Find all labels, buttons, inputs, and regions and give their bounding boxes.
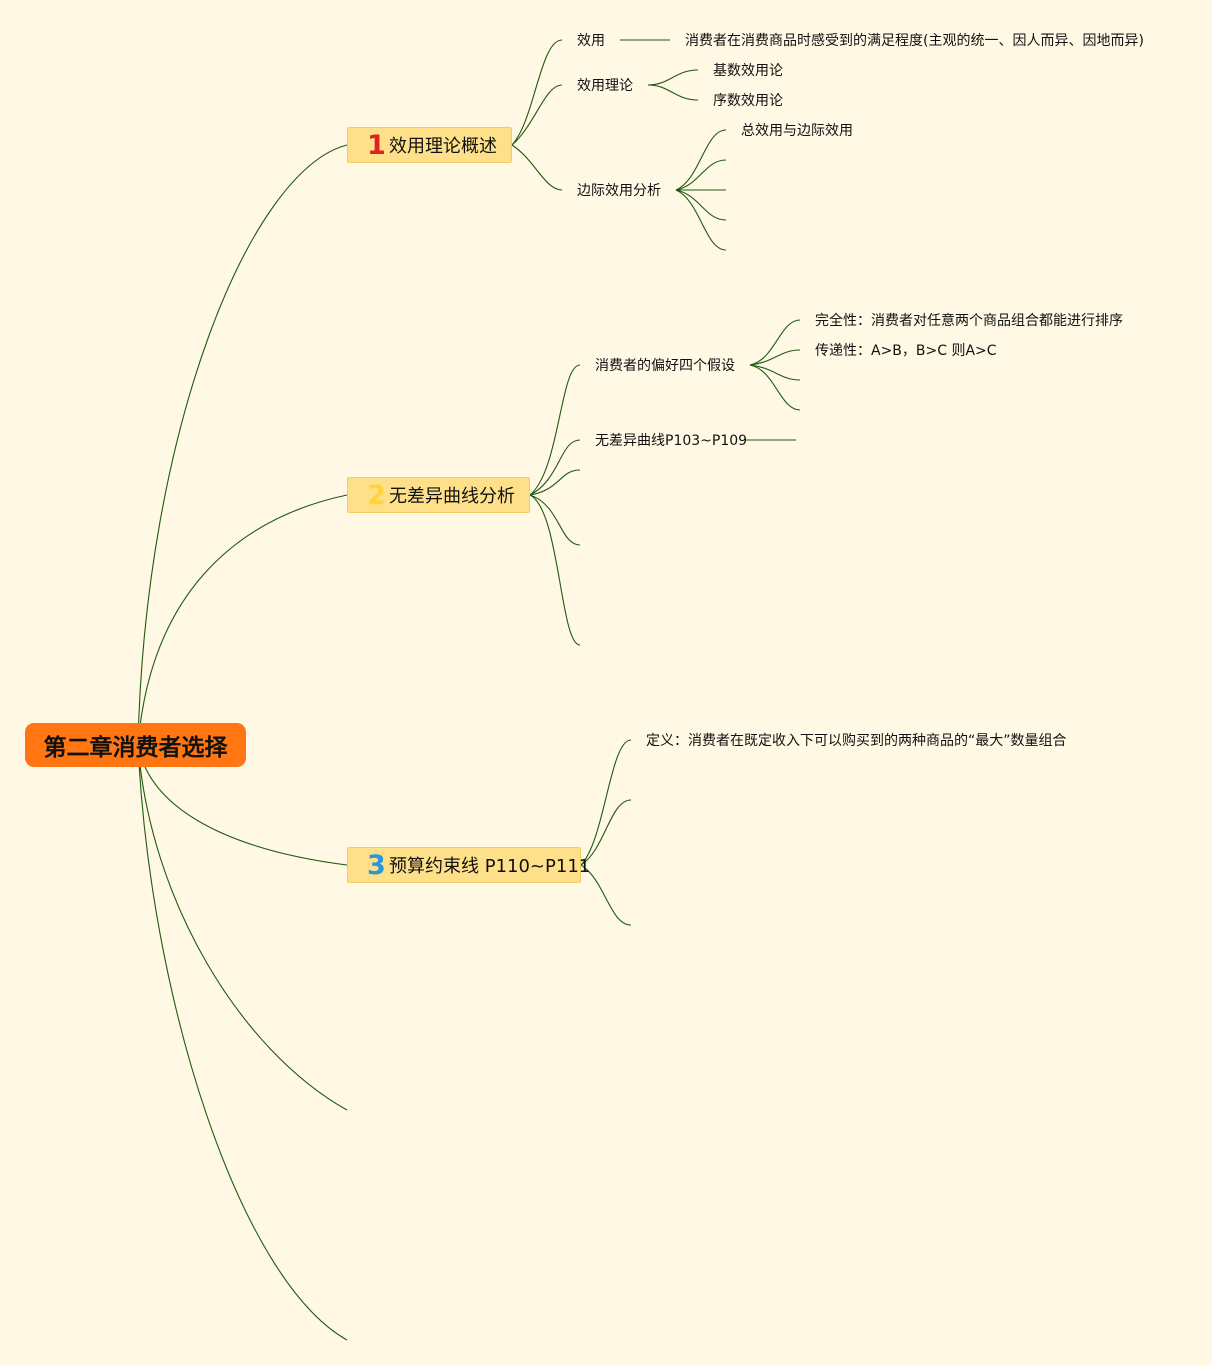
branch-indifference-curve-analysis[interactable]: 2 无差异曲线分析 [347, 477, 530, 513]
connector-root-branch-1 [137, 144, 348, 746]
root-topic-label: 第二章消费者选择 [43, 735, 228, 761]
topic-ordinal-utility[interactable]: 序数效用论 [713, 93, 783, 109]
branch-label: 预算约束线 P110~P111 [389, 856, 591, 877]
topic-utility-theory[interactable]: 效用理论 [577, 78, 633, 94]
connector-root-branch-2 [137, 494, 348, 746]
topic-marginal-utility-analysis[interactable]: 边际效用分析 [577, 183, 661, 199]
branch-label: 无差异曲线分析 [389, 486, 515, 507]
connector-b3-child-3 [580, 864, 632, 926]
topic-budget-definition[interactable]: 定义：消费者在既定收入下可以购买到的两种商品的“最大”数量组合 [646, 733, 1067, 749]
topic-transitivity[interactable]: 传递性：A>B，B>C 则A>C [815, 343, 997, 359]
connector-root-branch-4 [137, 744, 348, 1111]
connector-b2-child-4 [529, 494, 581, 546]
branch-budget-constraint[interactable]: 3 预算约束线 P110~P111 [347, 847, 590, 883]
topic-cardinal-utility[interactable]: 基数效用论 [713, 63, 783, 79]
connector-pref-transitivity [749, 349, 801, 366]
connector-b1-utility [511, 39, 563, 146]
connector-pref-completeness [749, 319, 801, 366]
connector-b2-child-5 [529, 494, 581, 646]
number-3-icon: 3 [367, 849, 386, 881]
topic-utility[interactable]: 效用 [577, 33, 605, 49]
connector-b1-utility-theory [511, 84, 563, 146]
branch-utility-theory-overview[interactable]: 1 效用理论概述 [347, 127, 512, 163]
connector-b2-child-3 [529, 469, 581, 496]
connector-pref-3 [749, 364, 801, 381]
connector-marginal-5 [675, 189, 727, 251]
connector-b3-definition [580, 739, 632, 866]
topic-total-and-marginal-utility[interactable]: 总效用与边际效用 [741, 123, 853, 139]
topic-preference-assumptions[interactable]: 消费者的偏好四个假设 [595, 358, 735, 374]
topic-indifference-curve[interactable]: 无差异曲线P103~P109 [595, 433, 748, 449]
connector-marginal-2 [675, 159, 727, 191]
connector-marginal-1 [675, 129, 727, 191]
topic-completeness[interactable]: 完全性：消费者对任意两个商品组合都能进行排序 [815, 313, 1123, 329]
connector-root-branch-3 [137, 744, 348, 866]
connector-b2-indifference [529, 439, 581, 496]
root-topic[interactable]: 第二章消费者选择 [25, 723, 246, 767]
connector-b2-preferences [529, 364, 581, 496]
connector-b3-child-2 [580, 799, 632, 866]
number-2-icon: 2 [367, 479, 386, 511]
connector-pref-4 [749, 364, 801, 411]
connector-theory-cardinal [647, 69, 699, 86]
connector-root-branch-5 [137, 744, 348, 1341]
topic-utility-definition[interactable]: 消费者在消费商品时感受到的满足程度(主观的统一、因人而异、因地而异) [685, 33, 1144, 49]
number-1-icon: 1 [367, 129, 386, 161]
connector-theory-ordinal [647, 84, 699, 101]
connector-marginal-4 [675, 189, 727, 221]
branch-label: 效用理论概述 [389, 136, 497, 157]
connector-b1-marginal [511, 144, 563, 191]
